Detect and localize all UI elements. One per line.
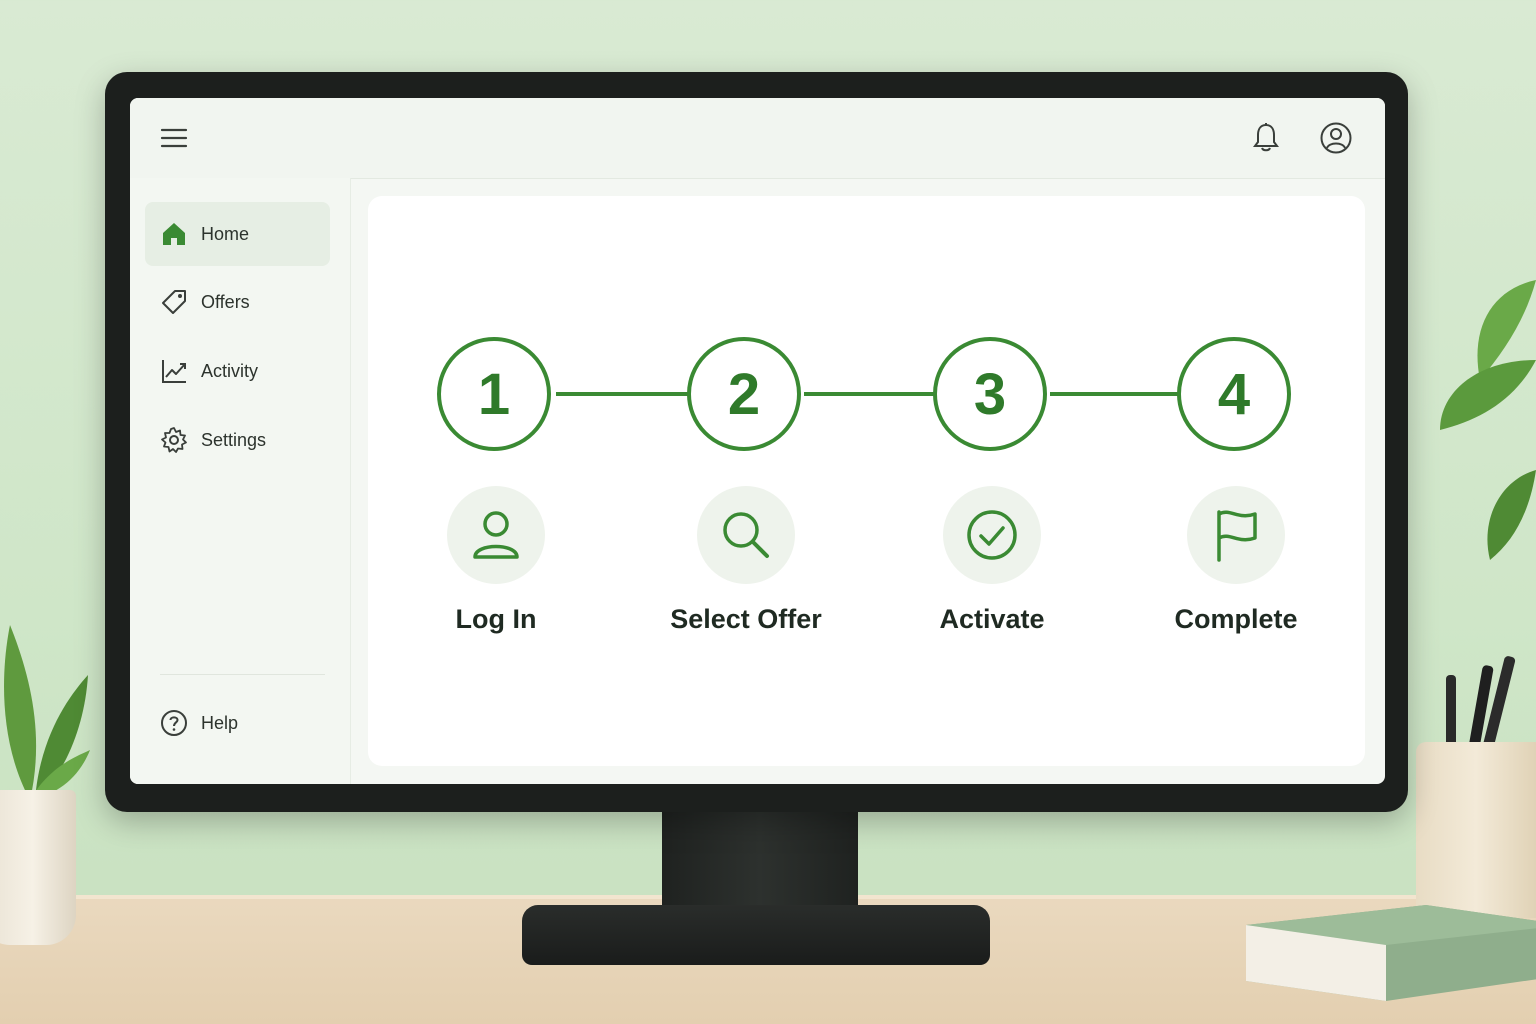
check-circle-icon	[967, 510, 1017, 560]
monitor-stand-base	[522, 905, 990, 965]
plant-leaves-right	[1440, 280, 1536, 560]
step-icon-1	[447, 486, 545, 584]
menu-button[interactable]	[154, 120, 194, 156]
sidebar-item-label: Offers	[201, 291, 250, 312]
home-icon	[159, 219, 189, 249]
sidebar-item-help[interactable]: Help	[145, 691, 330, 755]
notifications-button[interactable]	[1246, 118, 1286, 158]
top-bar	[130, 98, 1385, 179]
step-label-3: Activate	[939, 604, 1045, 634]
step-connector-2-3	[804, 392, 934, 396]
step-label-1: Log In	[455, 604, 537, 634]
step-number-1: 1	[437, 337, 551, 451]
sidebar-item-home[interactable]: Home	[145, 202, 330, 266]
step-number-text: 2	[727, 361, 761, 427]
plant-pot-left	[0, 790, 76, 945]
step-number-3: 3	[933, 337, 1047, 451]
gear-icon	[159, 425, 189, 455]
sidebar-item-settings[interactable]: Settings	[145, 408, 330, 472]
step-number-2: 2	[687, 337, 801, 451]
sidebar: Home Offers Activity	[130, 178, 351, 784]
hamburger-menu-icon	[160, 128, 188, 148]
step-connector-1-2	[556, 392, 690, 396]
bell-icon	[1253, 123, 1279, 152]
line-chart-icon	[159, 356, 189, 386]
account-button[interactable]	[1316, 118, 1356, 158]
step-icon-4	[1187, 486, 1285, 584]
step-number-text: 3	[973, 361, 1007, 427]
sidebar-item-label: Help	[201, 712, 239, 733]
pens	[1446, 656, 1516, 750]
step-icon-2	[697, 486, 795, 584]
magnifier-icon	[723, 512, 769, 558]
sidebar-item-offers[interactable]: Offers	[145, 270, 330, 334]
app-screen: Home Offers Activity	[130, 98, 1385, 784]
step-number-text: 4	[1217, 361, 1251, 427]
main-content-card: 1 Log In 2 Select Offer 3	[368, 196, 1365, 766]
step-connector-3-4	[1050, 392, 1178, 396]
book	[1246, 905, 1536, 1001]
tag-icon	[159, 287, 189, 317]
sidebar-item-label: Activity	[201, 360, 259, 381]
plant-leaves-left	[4, 625, 90, 800]
pen-cup	[1416, 742, 1536, 918]
person-icon	[473, 511, 519, 559]
step-label-2: Select Offer	[670, 604, 822, 634]
sidebar-divider	[160, 674, 325, 675]
step-number-text: 1	[477, 361, 511, 427]
flag-icon	[1217, 510, 1257, 562]
sidebar-item-activity[interactable]: Activity	[145, 339, 330, 403]
question-circle-icon	[159, 708, 189, 738]
step-icon-3	[943, 486, 1041, 584]
sidebar-item-label: Settings	[201, 429, 267, 450]
user-circle-icon	[1320, 122, 1352, 154]
sidebar-item-label: Home	[201, 223, 250, 244]
monitor-stand-neck	[662, 810, 858, 920]
step-label-4: Complete	[1174, 604, 1298, 634]
step-number-4: 4	[1177, 337, 1291, 451]
